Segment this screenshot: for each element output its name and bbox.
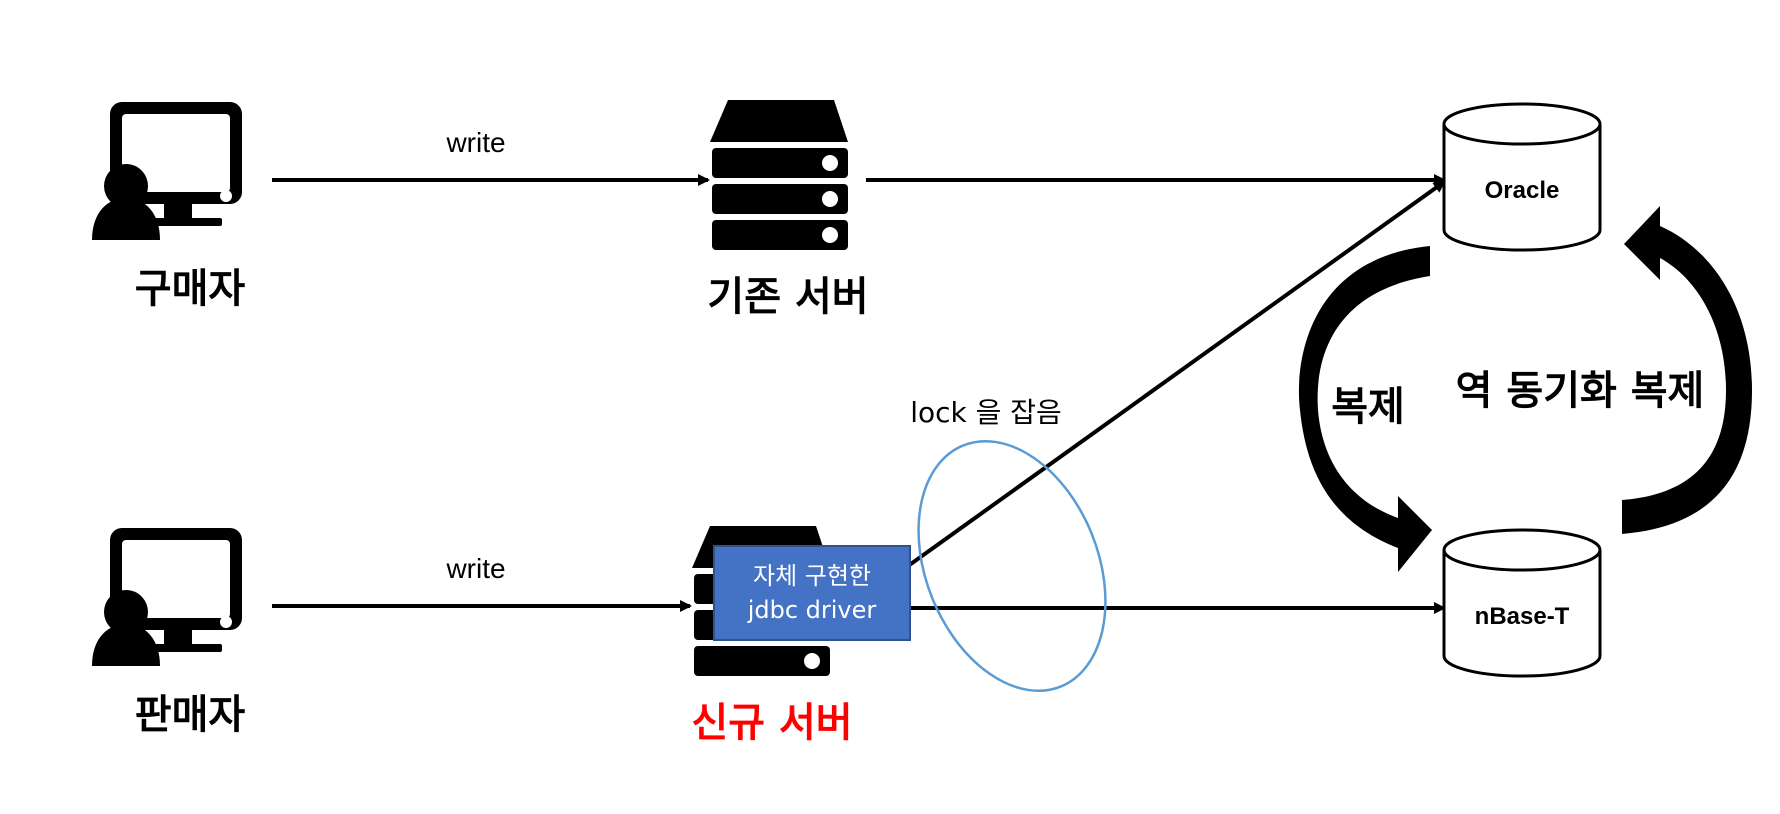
reverse-replication-arrow: 역 동기화 복제 [1456,206,1752,534]
forward-replication-label: 복제 [1331,384,1405,430]
new-server-node: 신규 서버 [691,526,853,746]
driver-box-line2: jdbc driver [747,596,877,624]
new-server-label: 신규 서버 [691,700,852,746]
driver-to-oracle-arrow [906,180,1446,568]
legacy-server-label: 기존 서버 [707,274,868,320]
seller-computer-icon [92,528,242,666]
oracle-label: Oracle [1485,177,1560,204]
lock-note-label: lock 을 잡음 [910,396,1062,429]
seller-write-arrow: write [272,553,692,612]
legacy-server-node: 기존 서버 [707,100,869,320]
buyer-write-label: write [445,127,505,158]
buyer-node: 구매자 [92,102,245,312]
driver-box-line1: 자체 구현한 [753,562,871,590]
nbase-label: nBase-T [1475,603,1570,630]
seller-node: 판매자 [92,528,245,738]
oracle-db-node: Oracle [1442,102,1602,252]
buyer-computer-icon [92,102,242,240]
reverse-replication-label: 역 동기화 복제 [1456,368,1705,414]
seller-write-label: write [445,553,505,584]
lock-highlight-ellipse [917,439,1107,693]
server-rack-icon [710,100,848,250]
buyer-label: 구매자 [135,266,246,312]
seller-label: 판매자 [135,692,246,738]
jdbc-driver-box: 자체 구현한 jdbc driver [713,545,911,641]
buyer-write-arrow: write [272,127,710,186]
forward-replication-arrow: 복제 [1298,246,1432,572]
nbase-db-node: nBase-T [1442,528,1602,678]
